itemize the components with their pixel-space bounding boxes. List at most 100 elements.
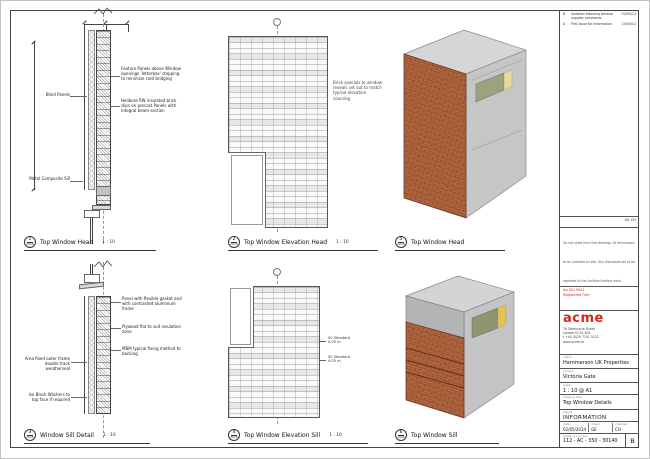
practice-address-line: t +44 (0)20 7251 5122	[563, 335, 599, 340]
annotation-note: Iso Block Washers to top face if require…	[28, 392, 70, 403]
annotation-note: Metal Composite Sill	[29, 176, 70, 181]
drawing-number-label: drawing number	[563, 434, 588, 438]
glazing-line	[92, 218, 93, 244]
view-title-text: Top Window Head	[411, 239, 465, 246]
leader-line	[320, 341, 326, 342]
glazing-line	[90, 218, 91, 244]
view-sheet-ref: 2016	[230, 435, 238, 440]
checked-label: checked	[615, 422, 628, 426]
view-number: 2	[231, 236, 237, 244]
annotation-note: MBM typical fixing method to backing	[122, 346, 181, 357]
revision-table: B Updated following window supplier comm…	[560, 12, 639, 28]
axon-sill-3d	[404, 275, 516, 419]
window-frame-elevation	[230, 288, 251, 345]
annotation-note: Panel with flexible gasket and with cont…	[122, 296, 182, 312]
scale-cell: scale 1 : 10 @ A1	[560, 382, 639, 394]
dim-line-2: 4.05 m	[328, 340, 341, 345]
leader-line	[320, 360, 326, 361]
view-number: 5	[398, 236, 404, 244]
insulation-layer	[88, 30, 95, 190]
glazing-line	[92, 264, 93, 274]
inner-leaf-line	[84, 296, 85, 414]
extension-line	[128, 24, 129, 32]
revision-row: B Updated following window supplier comm…	[560, 12, 639, 22]
project-cell: project Victoria Gate	[560, 368, 639, 382]
setting-out-marker-icon	[273, 268, 281, 276]
view-sheet-ref: 2016	[26, 435, 34, 440]
view-number: 6	[398, 429, 404, 437]
drawing-number-main: drawing number 112 - AC - 350 - 30140	[560, 434, 625, 448]
scale-label: scale	[563, 383, 571, 387]
brick-wall-section	[96, 296, 111, 414]
view-sheet-ref: 2016	[397, 242, 405, 247]
annotation-note: Feature Panels above Window openings 'le…	[121, 66, 181, 82]
practice-cell: acme 76 Tabernacle Street London EC2A 4E…	[560, 310, 639, 354]
sheet-border	[10, 10, 639, 448]
dimension-text: 50 Standard 4.05 m	[328, 355, 358, 364]
axon-head-3d	[402, 29, 528, 219]
view-title-head-section: 1 2016 Top Window Head 1 : 10	[24, 236, 156, 251]
revision-value: B	[630, 437, 635, 445]
initials-text: GE CH	[624, 218, 636, 222]
dim-line-4: 4.05 m	[328, 359, 341, 364]
drawn-label: drawn	[591, 422, 601, 426]
view-scale-text: 1 : 10	[102, 240, 115, 245]
drawing-title-label: drawing title	[563, 395, 582, 399]
certification-cell: bsi ISO 9001 Registered Firm	[560, 286, 639, 310]
revision-number: B	[563, 12, 566, 16]
window-frame-head	[84, 210, 100, 218]
view-title-text: Top Window Sill	[411, 432, 458, 439]
view-number-bubble: 3 2016	[24, 429, 36, 441]
view-number: 1	[27, 236, 33, 244]
date-col: date 02/05/2014	[563, 422, 588, 431]
view-number-bubble: 4 2016	[228, 429, 240, 441]
drawing-number-cell: drawing number 112 - AC - 350 - 30140 B	[560, 433, 639, 448]
brick-wall-section	[96, 30, 111, 205]
leader-line	[70, 181, 83, 182]
leader-line	[111, 350, 121, 351]
view-title-sill-section: 3 2016 Window Sill Detail 1 : 10	[24, 429, 150, 444]
revision-description: Updated following window supplier commen…	[571, 12, 614, 20]
view-title-text: Top Window Elevation Head	[244, 239, 328, 246]
leader-line	[111, 76, 120, 77]
drawing-title-cell: drawing title Top Window Details	[560, 394, 639, 409]
view-title-text: Top Window Elevation Sill	[244, 432, 321, 439]
view-number: 3	[27, 429, 33, 437]
acme-logo: acme	[563, 311, 604, 326]
revision-number: A	[563, 21, 566, 26]
leader-line	[111, 106, 120, 107]
glazing-line	[90, 264, 91, 274]
view-title-sill-elevation: 4 2016 Top Window Elevation Sill 1 : 10	[228, 429, 368, 444]
status-label: status	[563, 410, 573, 414]
practice-address-line: London EC2A 4EA	[563, 331, 591, 336]
drawing-title-value: Top Window Details	[563, 399, 612, 406]
extension-line	[84, 24, 85, 32]
view-number-bubble: 1 2016	[24, 236, 36, 248]
checked-value: CH	[615, 426, 621, 432]
annotation-note: Brick specials to window reveals set out…	[333, 80, 383, 101]
view-sheet-ref: 2016	[230, 242, 238, 247]
revision-description: First issue for information	[571, 21, 612, 26]
drawn-value: GE	[591, 426, 597, 432]
window-frame-elevation	[231, 155, 263, 225]
client-name: Hammerson UK Properties	[563, 359, 629, 366]
break-mark-icon	[94, 7, 112, 15]
initials-cell: GE CH	[560, 216, 639, 227]
view-sheet-ref: 2016	[26, 242, 34, 247]
annotation-note: Plywood flat to suit insulation zone	[122, 324, 182, 335]
annotation-note: Area fixed outer frame double track weat…	[24, 356, 70, 372]
annotation-note: Blind Panels	[45, 92, 70, 97]
drawn-col: drawn GE	[588, 422, 612, 432]
view-title-sill-axon: 6 2016 Top Window Sill	[395, 429, 499, 444]
leader-line	[111, 302, 121, 303]
view-title-head-axon: 5 2016 Top Window Head	[395, 236, 505, 251]
leader-line	[71, 397, 87, 398]
status-value: INFORMATION	[563, 414, 607, 421]
dimension-text: 50 Standard 4.05 m	[328, 336, 358, 345]
leader-line	[70, 96, 87, 97]
setting-out-marker-icon	[273, 18, 281, 26]
status-cell: status INFORMATION	[560, 409, 639, 421]
lintel-section	[96, 186, 111, 196]
project-name: Victoria Gate	[563, 373, 596, 380]
view-scale-text: 1 : 10	[102, 433, 116, 438]
